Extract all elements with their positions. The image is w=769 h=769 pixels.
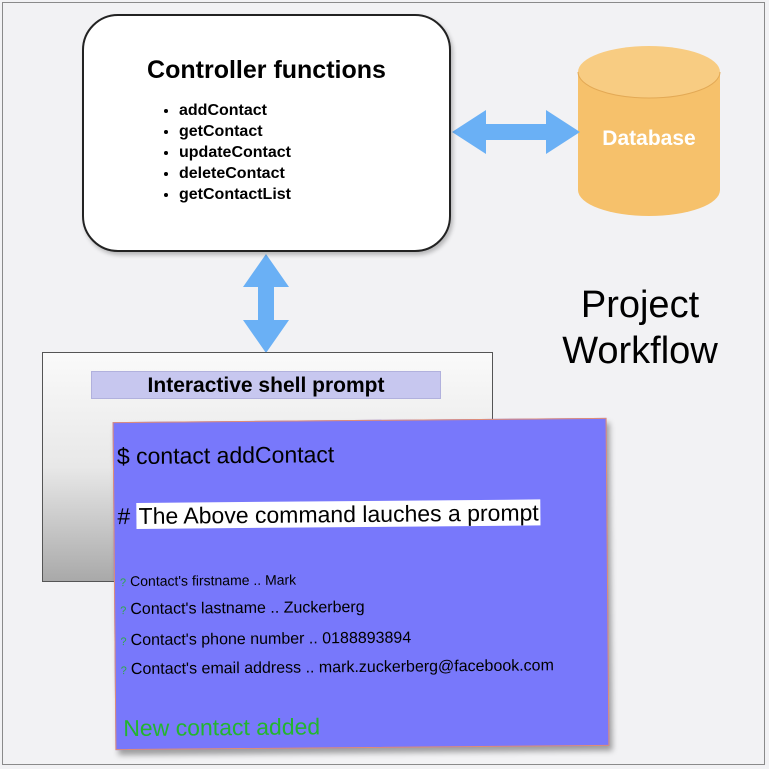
controller-title: Controller functions [147, 56, 386, 84]
prompt-line: ?Contact's email address .. mark.zuckerb… [121, 657, 554, 679]
prompt-mark: ? [120, 605, 127, 618]
function-item: deleteContact [162, 163, 291, 184]
shell-controller-arrow [243, 254, 289, 353]
prompt-text: Contact's firstname .. Mark [130, 571, 297, 590]
prompt-text: Contact's email address .. mark.zuckerbe… [130, 657, 554, 679]
comment-text: The Above command lauches a prompt [136, 499, 541, 529]
prompt-line: ?Contact's firstname .. Mark [120, 572, 296, 590]
prompt-line: ?Contact's lastname .. Zuckerberg [120, 599, 365, 619]
database-cylinder [577, 46, 721, 216]
terminal-command: $ contact addContact [116, 441, 335, 470]
prompt-text: Contact's phone number .. 0188893894 [130, 629, 412, 650]
project-workflow-title: Project Workflow [540, 282, 740, 374]
controller-function-list: addContact getContact updateContact dele… [162, 100, 291, 205]
controller-box: Controller functions addContact getConta… [82, 14, 451, 252]
prompt-mark: ? [120, 636, 127, 649]
prompt-text: Contact's lastname .. Zuckerberg [130, 598, 365, 619]
terminal-comment: # The Above command lauches a prompt [117, 499, 541, 530]
workflow-line-1: Project [580, 284, 700, 326]
function-item: updateContact [162, 142, 291, 163]
controller-database-arrow [452, 110, 580, 154]
prompt-line: ?Contact's phone number .. 0188893894 [120, 630, 411, 651]
prompt-mark: ? [119, 577, 127, 590]
prompt-mark: ? [120, 665, 127, 678]
comment-prefix: # [117, 502, 137, 530]
function-item: addContact [162, 100, 291, 121]
database-label: Database [602, 127, 696, 150]
function-item: getContactList [162, 184, 291, 205]
function-item: getContact [162, 121, 291, 142]
workflow-line-2: Workflow [562, 330, 718, 372]
terminal-result: New contact added [123, 713, 321, 742]
terminal-card: $ contact addContact # The Above command… [112, 417, 610, 751]
shell-title: Interactive shell prompt [91, 371, 441, 399]
